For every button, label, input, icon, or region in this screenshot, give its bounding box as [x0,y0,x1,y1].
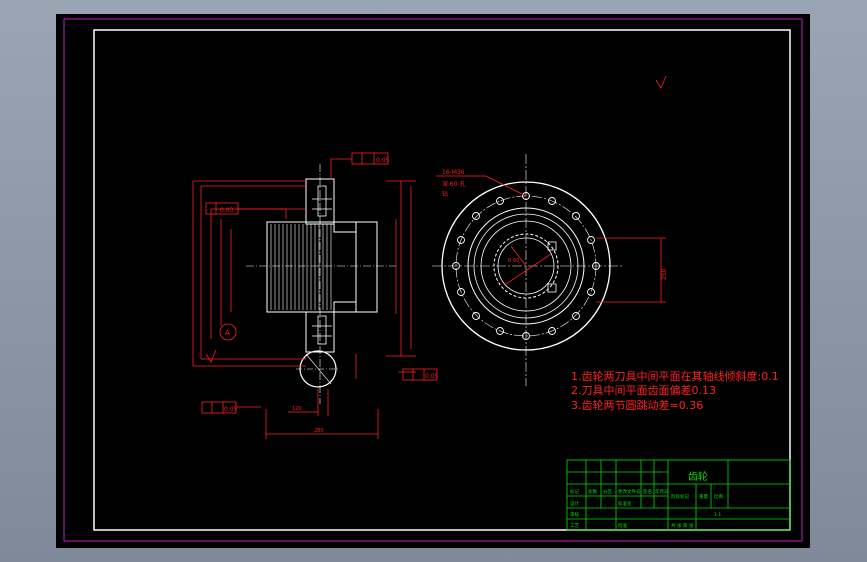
hub-hatching [270,224,332,310]
drawing-sheet: 0.05 0.03 0.05 0.05 A 120 280 [56,14,810,548]
tb-cell-4: 签名 [643,488,652,495]
roughness-symbol [655,75,667,89]
tb-cell-15: 1:1 [714,512,721,518]
note-2: 2.刀具中间平面齿面偏差0.13 [571,383,716,397]
title-block [566,459,791,531]
center-dim: R 60 [508,258,519,264]
tol-frame-top: 0.05 [330,152,390,179]
tol-bottom-left-value: 0.05 [224,406,238,413]
title-block-text: 齿轮 标记 处数 分区 更改文件号 签名 年月日 设计 标准化 阶段标记 重量 … [570,470,723,529]
tb-cell-13: 批准 [618,522,627,529]
tb-cell-10: 比例 [714,493,723,500]
hub-body [266,221,378,313]
drawing-title: 齿轮 [688,470,708,483]
depth-label-2: 钻 [442,190,448,198]
tol-frame-right: 0.05 [402,368,439,381]
tb-cell-7: 标准化 [618,500,632,507]
front-view: 0.05 0.03 0.05 0.05 A 120 280 [192,75,667,439]
side-right-dim: 250 [661,268,668,280]
tb-cell-6: 设计 [570,500,579,507]
tb-cell-1: 处数 [588,488,597,495]
tol-right-value: 0.05 [425,373,439,380]
depth-label: 深 60 孔 [442,180,465,188]
outer-frame [63,18,803,542]
tb-cell-9: 重量 [699,493,708,500]
tb-cell-3: 更改文件号 [618,488,641,495]
tb-cell-5: 年月日 [655,488,669,495]
dim-bottom-1: 120 [292,406,302,412]
tb-cell-8: 阶段标记 [671,493,689,500]
tb-cell-2: 分区 [603,488,612,495]
tol-frame-bottom-left: 0.05 [201,401,261,414]
inner-frame [93,29,791,531]
side-view: 16-M36 深 60 孔 钻 R 60 250 [432,154,668,386]
tb-cell-12: 工艺 [570,523,579,529]
front-dimensions [192,180,416,439]
cad-drawing: 0.05 0.03 0.05 0.05 A 120 280 [63,18,803,542]
tol-left-value: 0.03 [220,207,234,214]
holes-label: 16-M36 [442,169,465,176]
note-3: 3.齿轮两节圆跳动差=0.36 [571,398,703,412]
tb-cell-14: 共 张 第 张 [671,522,694,529]
technical-notes: 1.齿轮两刀具中间平面在其轴线倾斜度:0.1 2.刀具中间平面齿面偏差0.13 … [571,369,779,412]
tb-cell-0: 标记 [570,488,579,495]
tb-cell-11: 审核 [570,511,579,518]
tol-top-value: 0.05 [376,157,390,164]
tol-frame-left: 0.03 [205,202,287,219]
note-1: 1.齿轮两刀具中间平面在其轴线倾斜度:0.1 [571,369,779,383]
datum-a-circle [219,323,237,341]
dim-bottom-2: 280 [314,428,324,434]
datum-a-label: A [225,329,230,337]
